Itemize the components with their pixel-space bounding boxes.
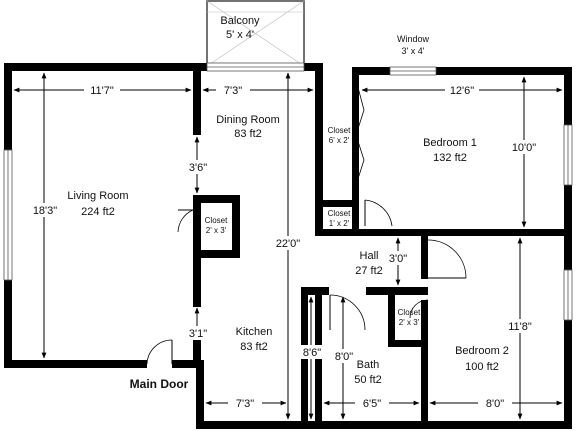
hall-area: 27 ft2: [355, 265, 383, 277]
bath-name: Bath: [357, 359, 380, 371]
closet-bedroom1-name: Closet: [328, 126, 351, 135]
window-name: Window: [397, 34, 430, 44]
closet-hall-size: 1' x 2': [329, 219, 350, 228]
dim-bedroom1-height: 10'0": [512, 142, 536, 154]
bedroom2-area: 100 ft2: [465, 361, 499, 373]
closet-bedroom2-size: 2' x 3': [399, 318, 420, 327]
dim-kitchen-width: 7'3": [236, 398, 254, 410]
dim-bath-width: 6'5": [363, 398, 381, 410]
balcony: Balcony 5' x 4': [206, 0, 305, 67]
kitchen-name: Kitchen: [236, 326, 273, 338]
bedroom1-area: 132 ft2: [433, 152, 467, 164]
dim-dining-width: 7'3": [224, 85, 242, 97]
kitchen-area: 83 ft2: [240, 341, 268, 353]
closet-living-name: Closet: [205, 216, 228, 225]
dimension-labels: 11'7" 18'3" 7'3" 3'6" 12'6" 10'0" 22'0" …: [28, 83, 544, 410]
balcony-size: 5' x 4': [226, 29, 254, 41]
dining-room-name: Dining Room: [216, 114, 280, 126]
dining-room-area: 83 ft2: [234, 128, 262, 140]
room-labels: Living Room 224 ft2 Dining Room 83 ft2 C…: [67, 114, 508, 391]
windows: [3, 62, 573, 321]
dim-bedroom2-width: 8'0": [486, 398, 504, 410]
dim-bedroom1-width: 12'6": [450, 85, 474, 97]
dim-bedroom2-height: 11'8": [508, 321, 532, 333]
closet-hall-name: Closet: [328, 209, 351, 218]
living-room-area: 224 ft2: [81, 206, 115, 218]
dim-kitchen-depth: 8'6": [303, 347, 321, 359]
dim-bath-depth: 8'0": [335, 351, 353, 363]
window-size: 3' x 4': [402, 46, 425, 56]
hall-name: Hall: [360, 250, 379, 262]
closet-living-size: 2' x 3': [206, 226, 227, 235]
closet-bedroom1-size: 6' x 2': [329, 136, 350, 145]
dim-living-height: 18'3": [33, 205, 57, 217]
dim-center-height: 22'0": [276, 238, 300, 250]
bath-area: 50 ft2: [354, 374, 382, 386]
closet-bedroom2-name: Closet: [398, 308, 421, 317]
dim-hall-width: 3'0": [389, 253, 407, 265]
bedroom1-name: Bedroom 1: [423, 137, 477, 149]
dim-kitchen-wall: 3'1": [189, 328, 207, 340]
balcony-name: Balcony: [220, 15, 260, 27]
dim-living-width: 11'7": [90, 85, 114, 97]
dim-dining-wall: 3'6": [189, 162, 207, 174]
main-door-label: Main Door: [130, 377, 189, 391]
living-room-name: Living Room: [67, 190, 128, 202]
bedroom2-name: Bedroom 2: [455, 345, 509, 357]
doors: [146, 79, 467, 365]
